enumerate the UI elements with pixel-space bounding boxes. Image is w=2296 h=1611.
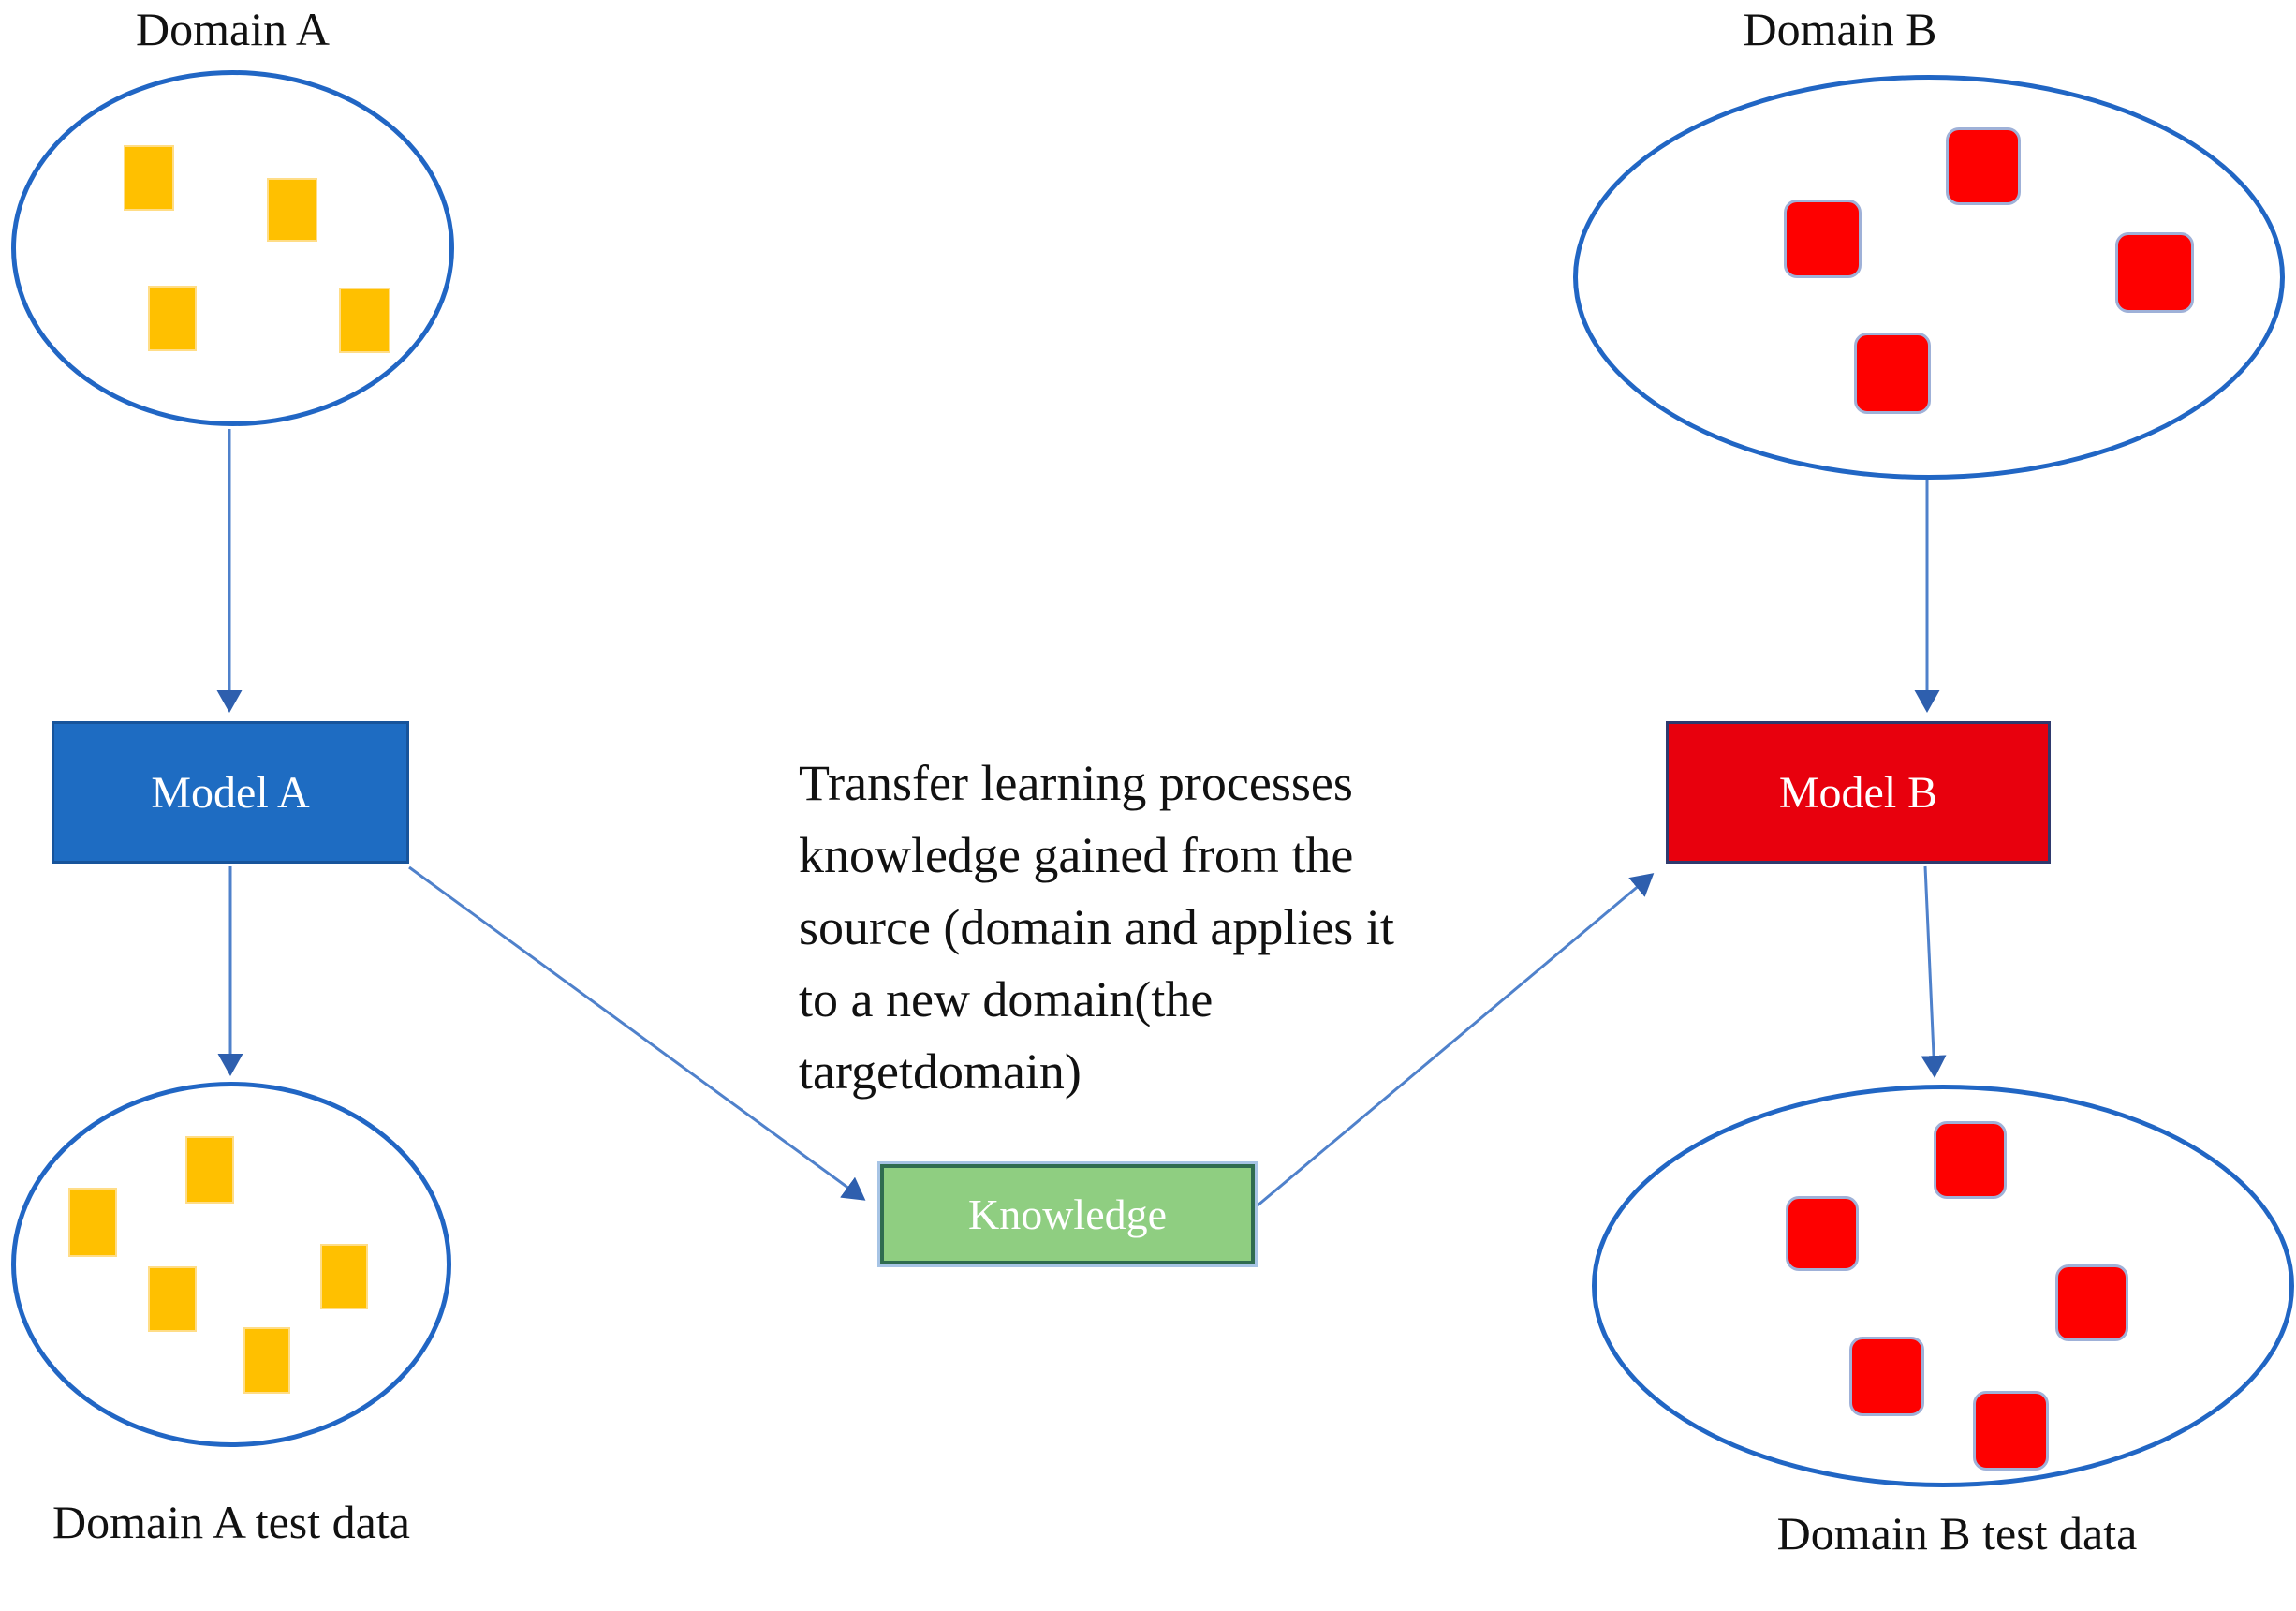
transfer-learning-annotation: Transfer learning processes knowledge ga… (799, 755, 1394, 1100)
knowledge-label: Knowledge (967, 1190, 1168, 1238)
model-a-label: Model A (151, 767, 310, 818)
domain-a-sample (148, 286, 197, 351)
domain-a-sample (339, 288, 390, 353)
domain-a-test-sample (243, 1327, 290, 1394)
knowledge-box: Knowledge (877, 1161, 1258, 1267)
domain-b-test-sample (2055, 1264, 2128, 1341)
domain-a-test-label: Domain A test data (52, 1496, 410, 1548)
arrow-model-a-to-knowledge (408, 865, 866, 1201)
domain-b-sample (1854, 333, 1931, 414)
domain-a-sample (267, 178, 317, 242)
domain-a-ellipse (11, 70, 454, 426)
domain-a-sample (124, 145, 174, 211)
domain-b-ellipse (1573, 75, 2285, 480)
domain-a-test-sample (320, 1244, 368, 1309)
model-b-label: Model B (1778, 767, 1938, 818)
domain-b-sample (1946, 127, 2021, 205)
model-b-box: Model B (1666, 721, 2051, 864)
domain-a-test-ellipse (11, 1082, 451, 1447)
domain-a-test-sample (148, 1266, 197, 1332)
domain-b-test-label: Domain B test data (1776, 1507, 2138, 1559)
domain-b-label: Domain B (1743, 3, 1937, 55)
domain-b-test-sample (1849, 1337, 1924, 1416)
domain-b-sample (1784, 200, 1862, 278)
domain-b-test-sample (1786, 1196, 1859, 1271)
arrow-model-b-to-domain-b-test (1921, 865, 1947, 1078)
model-a-box: Model A (52, 721, 409, 864)
domain-a-test-sample (185, 1136, 234, 1204)
domain-a-test-sample (68, 1188, 117, 1257)
domain-b-test-sample (1973, 1391, 2049, 1471)
domain-b-sample (2115, 232, 2194, 313)
domain-a-label: Domain A (136, 3, 330, 55)
domain-b-test-sample (1934, 1121, 2007, 1199)
domain-b-test-ellipse (1592, 1085, 2294, 1487)
